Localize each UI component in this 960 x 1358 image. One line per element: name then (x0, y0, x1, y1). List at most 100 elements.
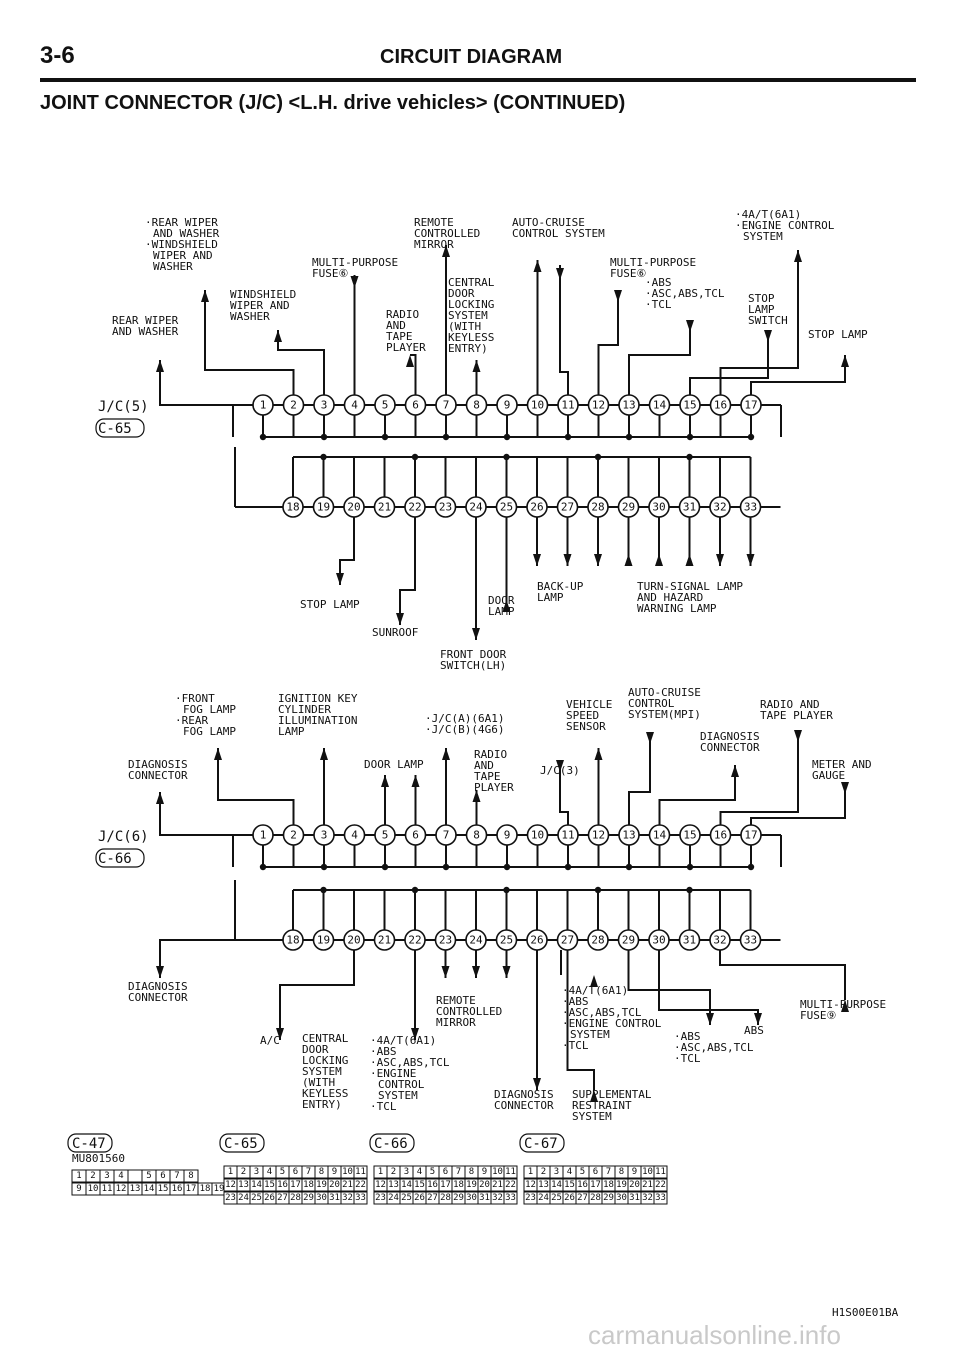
arrow (320, 748, 328, 760)
jc6-label-14-line: SYSTEM (302, 1065, 342, 1078)
jc5-label-15-line: LAMP (488, 605, 515, 618)
cavity-number: 5 (146, 1171, 151, 1181)
cavity-number: 16 (172, 1184, 183, 1194)
pin-number: 29 (622, 501, 635, 514)
connector-part: MU801560 (72, 1152, 125, 1165)
wire (627, 950, 711, 1025)
pin-number: 9 (504, 399, 511, 412)
jc6-label-16-line: MIRROR (436, 1016, 476, 1029)
jc5-label-10-line: SYSTEM (743, 230, 783, 243)
arrow (502, 600, 511, 612)
junction-dot (564, 863, 572, 871)
jc6-label-20-line: ·TCL (674, 1052, 701, 1065)
jc6-label-19-line: RESTRAINT (572, 1099, 632, 1112)
cavity-number: 30 (316, 1193, 327, 1203)
wire (410, 354, 417, 395)
cavity-number: 25 (551, 1193, 562, 1203)
jc6-label-1-line: DIAGNOSIS (128, 758, 188, 771)
jc6-label-5-line: AND (474, 759, 494, 772)
jc6-label-7-line: VEHICLE (566, 698, 612, 711)
arrow (156, 360, 164, 372)
jc5-label-18-line: WARNING LAMP (637, 602, 717, 615)
cavity (183, 1169, 199, 1183)
arrow (590, 975, 598, 987)
watermark: carmanualsonline.info (588, 1320, 841, 1350)
jc5-label-4-line: CONTROLLED (414, 227, 480, 240)
pin-number: 12 (592, 829, 605, 842)
jc6-label-17-line: DIAGNOSIS (494, 1088, 554, 1101)
cavity-number: 18 (200, 1184, 211, 1194)
pin-number: 6 (412, 829, 419, 842)
pin-number: 29 (622, 934, 635, 947)
cavity-number: 1 (76, 1171, 81, 1181)
pin-21 (373, 496, 396, 518)
arrow (624, 554, 633, 566)
pin-9 (496, 824, 518, 846)
pin-number: 24 (469, 501, 483, 514)
arrow (841, 782, 849, 794)
pin-number: 5 (382, 399, 389, 412)
jc6-label-18-line: ·ASC,ABS,TCL (562, 1006, 642, 1019)
jc6-label-5-line: TAPE (474, 770, 501, 783)
wire (277, 330, 325, 395)
cavity (503, 1178, 518, 1192)
jc5-label-8-line: MULTI-PURPOSE (610, 256, 696, 269)
jc5-label-7-line: CONTROL SYSTEM (512, 227, 605, 240)
cavity-number: 28 (290, 1193, 301, 1203)
jc5-label-3-line: FUSE⑥ (312, 267, 348, 280)
cavity-number: 11 (655, 1167, 666, 1177)
arrow (706, 1013, 714, 1025)
arrow (655, 554, 663, 566)
jc6-label-13-line: A/C (260, 1034, 280, 1047)
cavity-number: 21 (492, 1180, 503, 1190)
cavity-number: 3 (404, 1167, 409, 1177)
arrow (754, 1013, 762, 1025)
jc6-label-7-line: SPEED (566, 709, 599, 722)
pin-number: 22 (408, 934, 421, 947)
cavity-number: 18 (603, 1180, 614, 1190)
jc6-label-15-line: ·ENGINE (370, 1067, 416, 1080)
pin-number: 17 (744, 829, 757, 842)
cavity-number: 13 (130, 1184, 141, 1194)
jc6-label-14-line: CENTRAL (302, 1032, 349, 1045)
cavity-number: 27 (277, 1193, 288, 1203)
cavity-number: 16 (577, 1180, 588, 1190)
wire (159, 360, 233, 406)
cavity-number: 1 (228, 1167, 233, 1177)
arrow (614, 290, 622, 302)
cavity-number: 7 (456, 1167, 461, 1177)
arrow (472, 360, 481, 372)
pin-33 (739, 929, 762, 951)
jc5-label-10-line: ·ENGINE CONTROL (735, 219, 835, 232)
cavity-number: 20 (329, 1180, 340, 1190)
connector-name-box (369, 1133, 415, 1153)
connector-name-box (519, 1133, 565, 1153)
cavity-number: 14 (401, 1180, 412, 1190)
cavity-number: 8 (469, 1167, 474, 1177)
cavity (503, 1191, 518, 1205)
pin-number: 4 (351, 829, 358, 842)
jc6-label-15-line: SYSTEM (378, 1089, 418, 1102)
jc5-label-0-line: ·REAR WIPER (145, 216, 218, 229)
arrow (350, 276, 359, 288)
pin-number: 9 (504, 829, 511, 842)
junction-dot (686, 433, 694, 441)
pin-number: 28 (591, 934, 604, 947)
cavity-number: 8 (619, 1167, 624, 1177)
cavity-number: 30 (616, 1193, 627, 1203)
pin-number: 25 (500, 934, 513, 947)
cavity-number: 20 (479, 1180, 490, 1190)
cavity-number: 28 (440, 1193, 451, 1203)
jc6-label-11-line: GAUGE (812, 769, 845, 782)
jc6-label-15-line: CONTROL (378, 1078, 425, 1091)
arrow (214, 748, 222, 760)
jc6-code-box (95, 848, 145, 868)
pin-number: 18 (286, 934, 299, 947)
arrow (533, 260, 542, 272)
jc5-label-6-line: KEYLESS (448, 331, 494, 344)
pin-number: 5 (382, 829, 389, 842)
junction-dot (625, 433, 633, 441)
jc5-label-5-line: RADIO (386, 308, 419, 321)
jc6-label-15-line: ·ASC,ABS,TCL (370, 1056, 450, 1069)
jc5-label-15-line: DOOR (488, 594, 515, 607)
